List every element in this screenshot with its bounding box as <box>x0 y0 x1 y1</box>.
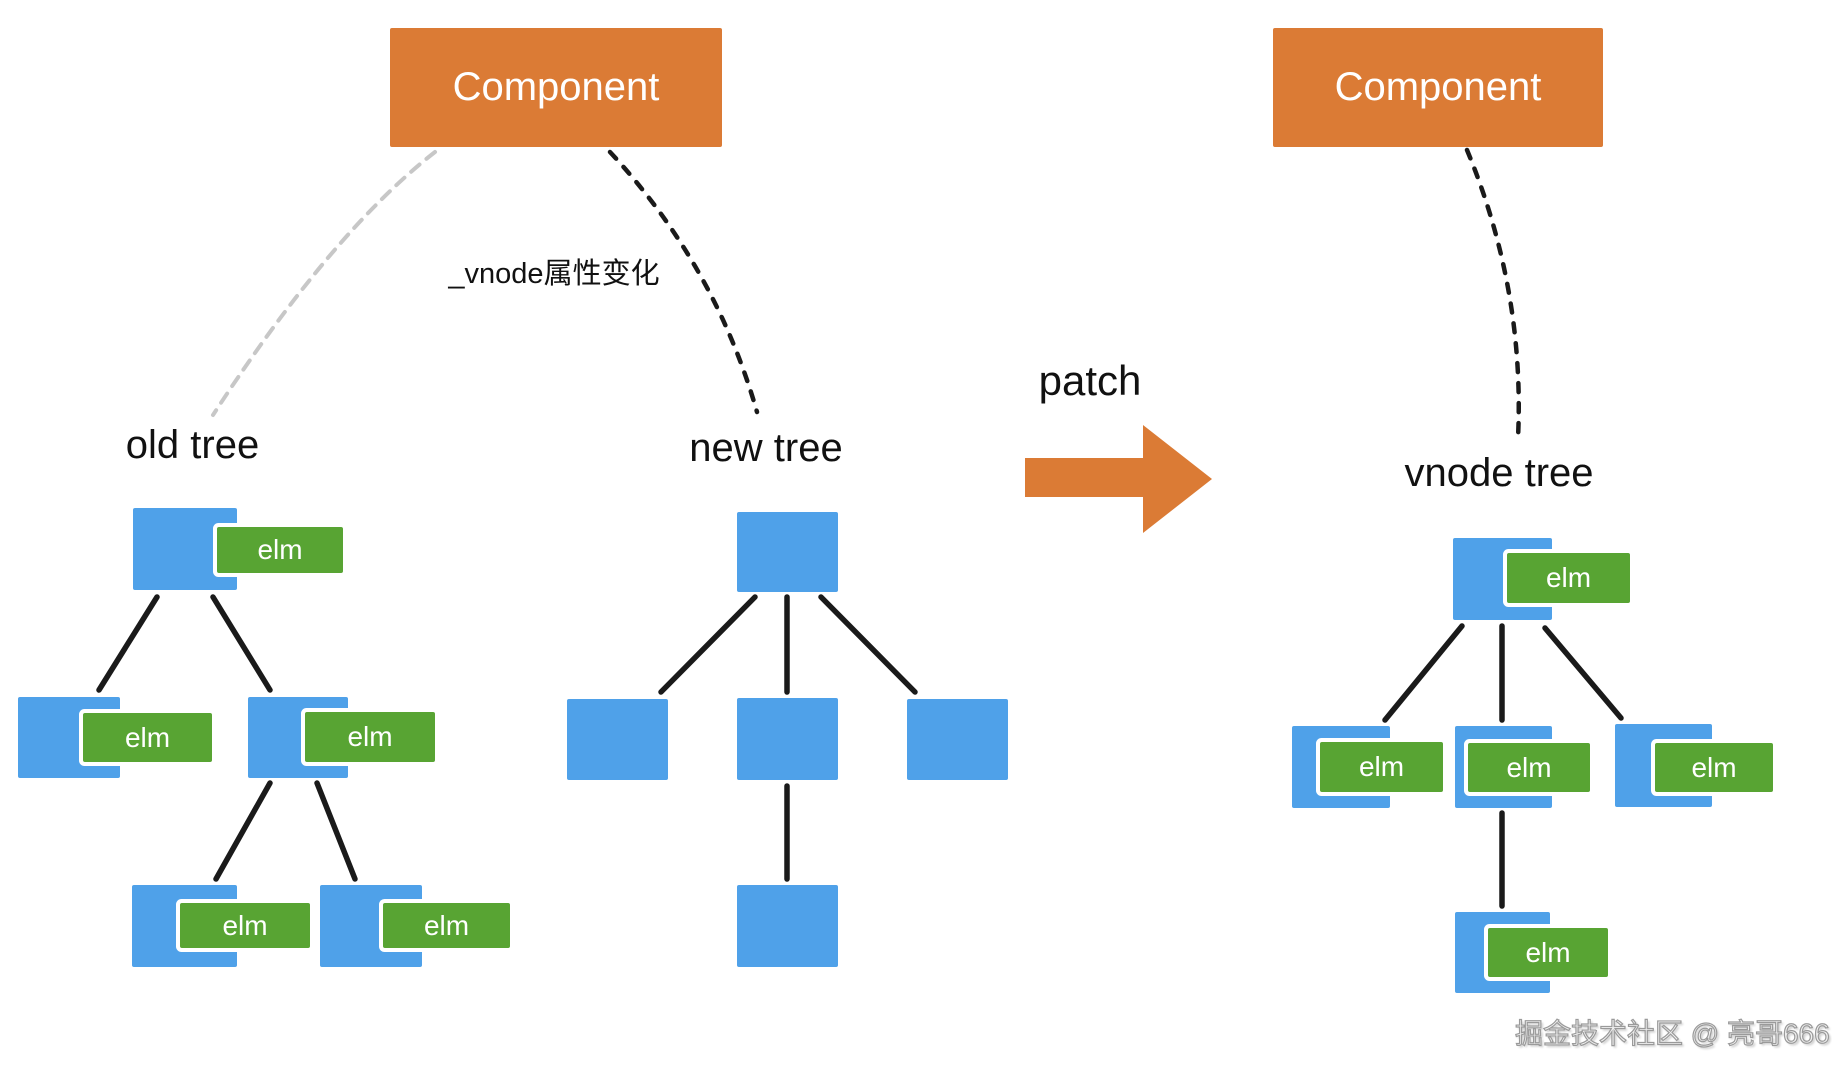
right-component-label: Component <box>1334 65 1542 109</box>
left-component-box: Component <box>390 28 722 147</box>
elm-label: elm <box>257 534 303 565</box>
vnode-tree-child2-elm-badge: elm <box>1468 743 1590 792</box>
patch-label: patch <box>1038 357 1142 404</box>
elm-label: elm <box>1691 751 1737 783</box>
vnode-tree-child3-elm-badge: elm <box>1655 743 1773 792</box>
new-tree-child3-node <box>907 699 1008 780</box>
old-tree-child1-elm-badge: elm <box>83 713 212 762</box>
old-tree-grandchild1-elm-badge: elm <box>180 903 310 948</box>
edge-component-to-vnode-tree <box>1464 147 1522 441</box>
new-tree-grandchild-node <box>737 885 838 967</box>
old-tree-title: old tree <box>125 422 260 467</box>
old-tree-grandchild2-elm-badge: elm <box>383 903 510 948</box>
new-tree-root-node <box>737 512 838 592</box>
elm-label: elm <box>423 909 470 941</box>
elm-label: elm <box>1358 751 1405 782</box>
elm-label: elm <box>347 721 393 752</box>
edge-component-to-old-tree <box>211 150 437 417</box>
vnode-tree-title: vnode tree <box>1404 450 1594 495</box>
new-tree-child2-node <box>737 698 838 780</box>
old-tree-child2-elm-badge: elm <box>305 712 435 762</box>
old-tree-edges <box>96 594 358 882</box>
new-tree-title: new tree <box>689 425 843 470</box>
watermark-text: 掘金技术社区 @ 亮哥666 <box>1514 1017 1830 1049</box>
vnode-tree-grandchild-elm-badge: elm <box>1488 928 1608 977</box>
elm-label: elm <box>1545 562 1592 593</box>
left-component-label: Component <box>452 65 660 109</box>
new-tree-edges <box>658 594 918 882</box>
new-tree-child1-node <box>567 699 668 780</box>
right-component-box: Component <box>1273 28 1603 147</box>
vnode-tree-root-elm-badge: elm <box>1507 553 1630 603</box>
edge-component-to-new-tree <box>607 149 760 415</box>
vnode-annotation: _vnode属性变化 <box>448 258 660 290</box>
elm-label: elm <box>222 909 268 941</box>
patch-arrow <box>1025 425 1212 533</box>
old-tree-root-elm-badge: elm <box>217 527 343 573</box>
elm-label: elm <box>1506 751 1552 783</box>
vnode-tree-child1-elm-badge: elm <box>1320 742 1443 792</box>
elm-label: elm <box>124 721 171 753</box>
vnode-tree-edges <box>1382 623 1624 909</box>
elm-label: elm <box>1525 936 1571 968</box>
